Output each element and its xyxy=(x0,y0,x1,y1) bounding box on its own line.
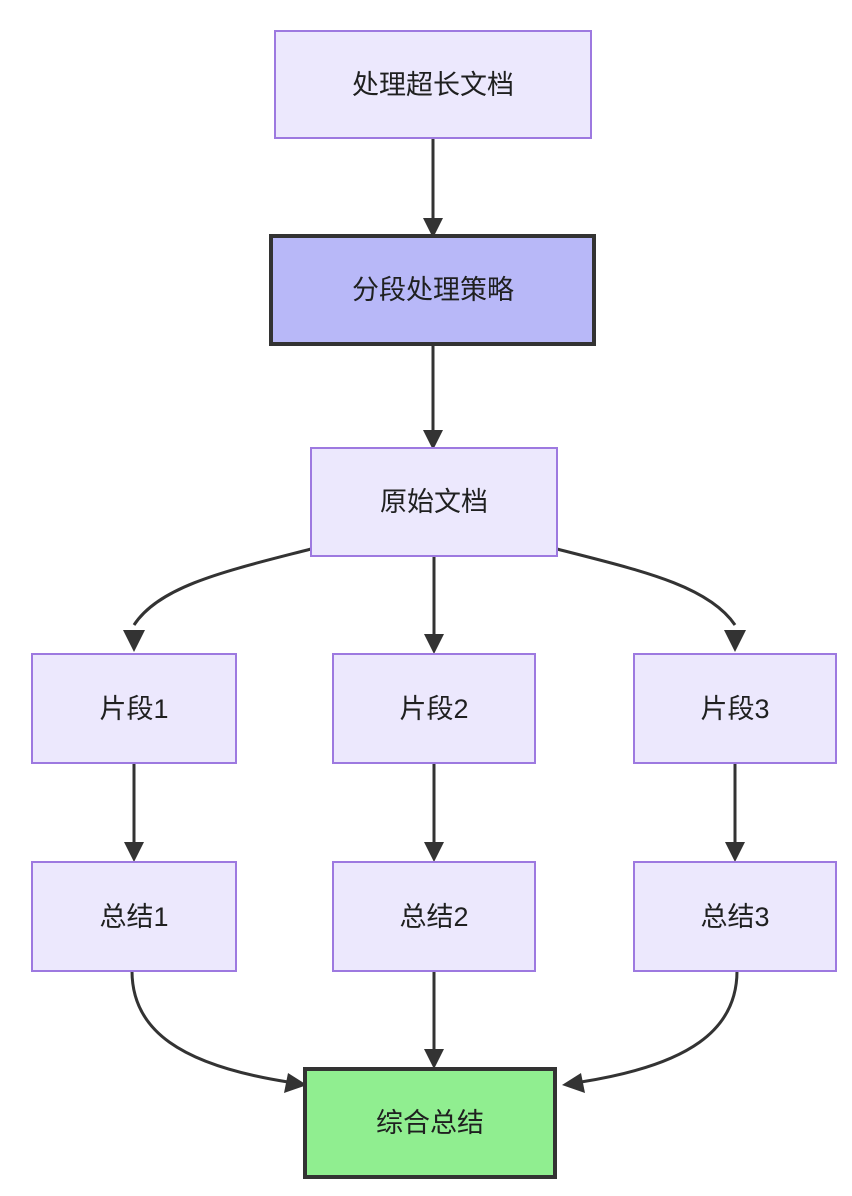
node-label: 原始文档 xyxy=(380,487,488,517)
edge-line xyxy=(556,547,737,626)
node-label: 综合总结 xyxy=(376,1108,484,1138)
node-fragment-1[interactable]: 片段1 xyxy=(31,653,237,764)
edge-line xyxy=(580,970,739,1084)
edge-line xyxy=(130,970,289,1084)
edge-process-to-strategy xyxy=(423,138,443,238)
edge-source-to-fragment-1 xyxy=(123,547,312,652)
arrow-head-icon xyxy=(562,1073,585,1093)
node-summary-1[interactable]: 总结1 xyxy=(31,861,237,972)
node-label: 处理超长文档 xyxy=(352,70,514,100)
arrow-head-icon xyxy=(424,1049,444,1069)
arrow-head-icon xyxy=(424,842,444,862)
edge-fragment-1-to-summary-1 xyxy=(124,763,144,862)
arrow-head-icon xyxy=(123,630,145,652)
edge-strategy-to-source xyxy=(423,344,443,450)
node-final-summary[interactable]: 综合总结 xyxy=(303,1067,557,1179)
edge-source-to-fragment-3 xyxy=(556,547,746,652)
node-label: 总结1 xyxy=(99,902,168,932)
node-box[interactable] xyxy=(31,861,237,972)
node-label: 分段处理策略 xyxy=(352,275,514,305)
node-layer: 处理超长文档 分段处理策略 原始文档 片段1 片段2 片段3 xyxy=(31,30,837,1179)
edge-layer xyxy=(123,138,746,1093)
edge-summary-3-to-final xyxy=(562,970,739,1093)
edge-source-to-fragment-2 xyxy=(424,556,444,654)
node-label: 片段3 xyxy=(700,694,769,724)
node-box[interactable] xyxy=(274,30,592,139)
node-box[interactable] xyxy=(332,653,536,764)
node-label: 片段2 xyxy=(399,694,468,724)
edge-fragment-2-to-summary-2 xyxy=(424,763,444,862)
node-summary-2[interactable]: 总结2 xyxy=(332,861,536,972)
edge-summary-1-to-final xyxy=(130,970,307,1093)
node-box[interactable] xyxy=(310,447,558,557)
node-label: 片段1 xyxy=(99,694,168,724)
node-box[interactable] xyxy=(269,234,596,346)
node-box[interactable] xyxy=(633,653,837,764)
node-fragment-2[interactable]: 片段2 xyxy=(332,653,536,764)
node-box[interactable] xyxy=(633,861,837,972)
arrow-head-icon xyxy=(284,1073,307,1093)
node-chunking-strategy[interactable]: 分段处理策略 xyxy=(269,234,596,346)
arrow-head-icon xyxy=(124,842,144,862)
arrow-head-icon xyxy=(724,630,746,652)
node-box[interactable] xyxy=(332,861,536,972)
node-label: 总结3 xyxy=(700,902,769,932)
arrow-head-icon xyxy=(725,842,745,862)
edge-line xyxy=(132,547,312,626)
node-label: 总结2 xyxy=(399,902,468,932)
arrow-head-icon xyxy=(423,430,443,450)
node-source-document[interactable]: 原始文档 xyxy=(310,447,558,557)
arrow-head-icon xyxy=(423,218,443,238)
edge-fragment-3-to-summary-3 xyxy=(725,763,745,862)
node-box[interactable] xyxy=(31,653,237,764)
arrow-head-icon xyxy=(424,634,444,654)
node-fragment-3[interactable]: 片段3 xyxy=(633,653,837,764)
node-process-long-document[interactable]: 处理超长文档 xyxy=(274,30,592,139)
node-summary-3[interactable]: 总结3 xyxy=(633,861,837,972)
node-box[interactable] xyxy=(303,1067,557,1179)
edge-summary-2-to-final xyxy=(424,971,444,1069)
